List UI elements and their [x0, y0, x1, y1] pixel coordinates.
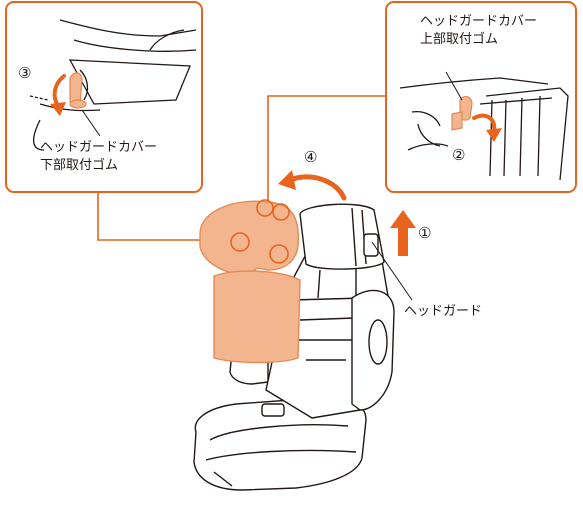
upper-band-label-line2: 上部取付ゴム — [420, 32, 498, 48]
step-2-number: ② — [452, 146, 465, 164]
buckle — [262, 404, 284, 416]
step-4-number: ④ — [304, 148, 317, 166]
cover-head — [200, 201, 298, 274]
step-3-number: ③ — [18, 64, 31, 82]
step-1-number: ① — [418, 224, 431, 242]
upper-band-label-line1: ヘッドガードカバー — [420, 14, 537, 30]
detail-panel-upper-band — [386, 2, 576, 192]
remove-cover-arrow-icon — [278, 170, 344, 198]
lift-up-arrow-icon — [390, 210, 416, 256]
head-guard-label: ヘッドガード — [404, 304, 482, 320]
cover-body — [214, 271, 300, 362]
head-guard-cover — [200, 201, 300, 362]
lower-band-label-line2: 下部取付ゴム — [40, 158, 118, 174]
lower-band-label-line1: ヘッドガードカバー — [40, 140, 157, 156]
